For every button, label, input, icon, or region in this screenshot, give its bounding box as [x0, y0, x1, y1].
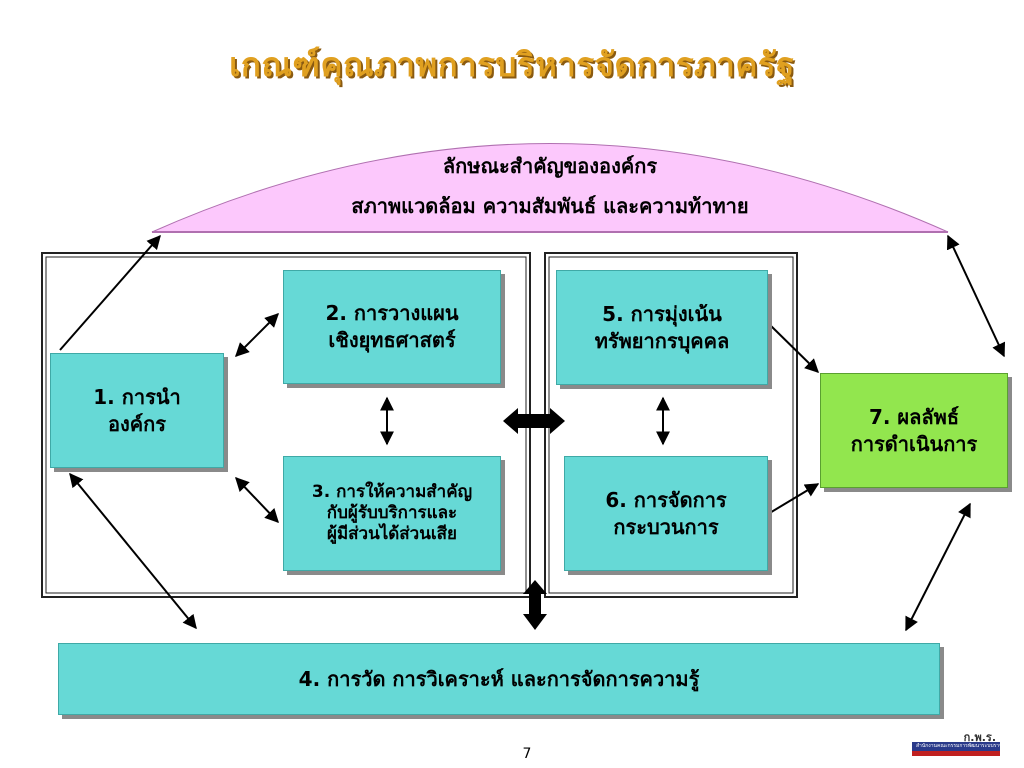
arrow-triads-link: [503, 408, 565, 434]
arrow-profile-results: [946, 234, 1006, 358]
profile-dome: [151, 143, 949, 233]
arrow-leadership-customer: [235, 476, 279, 524]
profile-line-2: สภาพแวดล้อม ความสัมพันธ์ และความท้าทาย: [351, 194, 749, 218]
box-results: 7. ผลลัพธ์ การดำเนินการ: [820, 373, 1008, 488]
logo-text: ก.พ.ร.: [963, 731, 996, 744]
opdc-logo: ก.พ.ร. สำนักงานคณะกรรมการพัฒนาระบบราชการ: [912, 728, 1011, 760]
profile-line-1: ลักษณะสำคัญขององค์กร: [442, 154, 658, 178]
box-hr-focus-label: 5. การมุ่งเน้น ทรัพยากรบุคคล: [594, 301, 730, 353]
arrow-leadership-measurement: [69, 472, 197, 630]
arrow-process-results: [767, 483, 820, 515]
arrow-system-measurement: [523, 580, 547, 630]
page-number: 7: [522, 746, 532, 762]
arrow-leadership-planning: [235, 313, 279, 357]
page-title: เกณฑ์คุณภาพการบริหารจัดการภาครัฐ: [229, 45, 795, 84]
box-process-management-label: 6. การจัดการ กระบวนการ: [605, 487, 727, 539]
arrow-hr-results: [767, 322, 819, 373]
box-customer-focus-label: 3. การให้ความสำคัญ กับผู้รับบริการและ ผู…: [311, 481, 473, 545]
box-customer-focus: 3. การให้ความสำคัญ กับผู้รับบริการและ ผู…: [283, 456, 501, 571]
box-strategic-planning: 2. การวางแผน เชิงยุทธศาสตร์: [283, 270, 501, 384]
box-leadership-label: 1. การนำ องค์กร: [93, 384, 181, 436]
box-process-management: 6. การจัดการ กระบวนการ: [564, 456, 768, 571]
box-strategic-planning-label: 2. การวางแผน เชิงยุทธศาสตร์: [325, 301, 459, 352]
arrow-results-measurement: [905, 502, 971, 632]
box-results-label: 7. ผลลัพธ์ การดำเนินการ: [850, 404, 978, 456]
box-measurement-label: 4. การวัด การวิเคราะห์ และการจัดการความร…: [298, 666, 700, 691]
logo-subtitle: สำนักงานคณะกรรมการพัฒนาระบบราชการ: [916, 743, 1012, 749]
box-hr-focus: 5. การมุ่งเน้น ทรัพยากรบุคคล: [556, 270, 768, 385]
box-measurement: 4. การวัด การวิเคราะห์ และการจัดการความร…: [58, 643, 940, 715]
box-leadership: 1. การนำ องค์กร: [50, 353, 224, 468]
arrow-leadership-profile: [59, 234, 161, 351]
